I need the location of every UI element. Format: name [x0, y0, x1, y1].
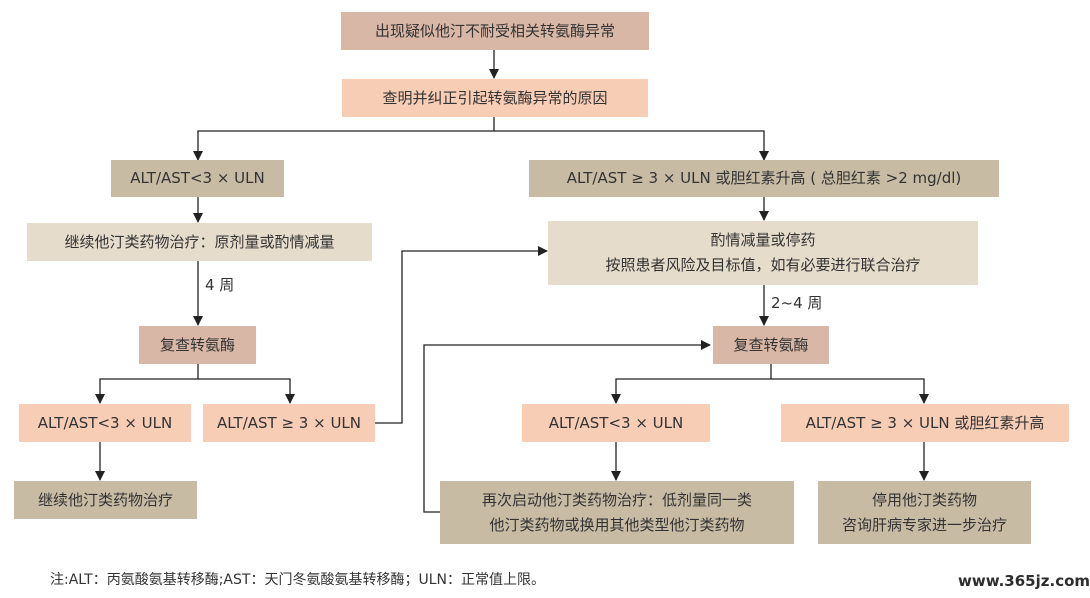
arrow-restart-loop-to-recheck	[423, 340, 711, 513]
node-recheck-right-label: 复查转氨酶	[733, 335, 809, 354]
edge-label-4-weeks: 4 周	[205, 276, 235, 294]
node-stop-statin: 停用他汀类药物 咨询肝病专家进一步治疗	[818, 481, 1031, 544]
node-suspect: 出现疑似他汀不耐受相关转氨酶异常	[341, 12, 649, 50]
node-investigate: 查明并纠正引起转氨酶异常的原因	[342, 79, 648, 117]
node-rr-ge3-label: ALT/AST ≥ 3 × ULN 或胆红素升高	[805, 413, 1045, 432]
node-reduce-or-stop-line2: 按照患者风险及目标值，如有必要进行联合治疗	[605, 256, 921, 274]
node-left-lt3: ALT/AST<3 × ULN	[111, 160, 284, 197]
node-restart-statin: 再次启动他汀类药物治疗：低剂量同一类 他汀类药物或换用其他类型他汀类药物	[440, 481, 794, 544]
node-continue-statin: 继续他汀类药物治疗：原剂量或酌情减量	[27, 223, 372, 261]
node-stop-line2: 咨询肝病专家进一步治疗	[841, 515, 1007, 534]
arrow-investigate-split-right	[494, 130, 769, 161]
node-continue-statin-label: 继续他汀类药物治疗：原剂量或酌情减量	[64, 232, 335, 251]
node-lr-ge3: ALT/AST ≥ 3 × ULN	[203, 404, 375, 442]
watermark: www.365jz.com	[958, 572, 1090, 590]
arrow-recheck-left-split-right	[198, 378, 295, 404]
node-investigate-label: 查明并纠正引起转氨酶异常的原因	[382, 88, 608, 107]
node-rl-lt3-label: ALT/AST<3 × ULN	[548, 413, 684, 432]
arrow-lr-ge3-to-reduce	[375, 246, 548, 424]
arrow-recheck-left-split	[95, 364, 199, 404]
node-suspect-label: 出现疑似他汀不耐受相关转氨酶异常	[374, 21, 615, 40]
node-ll-lt3: ALT/AST<3 × ULN	[19, 404, 191, 442]
arrow-investigate-split	[193, 117, 495, 161]
node-reduce-or-stop: 酌情减量或停药 按照患者风险及目标值，如有必要进行联合治疗	[548, 221, 978, 285]
node-continue-therapy: 继续他汀类药物治疗	[14, 481, 197, 519]
arrow-recheck-right-split-right	[771, 378, 929, 404]
node-reduce-or-stop-line1: 酌情减量或停药	[710, 231, 816, 249]
node-lr-ge3-label: ALT/AST ≥ 3 × ULN	[216, 413, 362, 432]
node-recheck-left-label: 复查转氨酶	[159, 335, 235, 354]
node-left-lt3-label: ALT/AST<3 × ULN	[130, 169, 265, 187]
node-continue-therapy-label: 继续他汀类药物治疗	[37, 490, 173, 509]
node-rr-ge3: ALT/AST ≥ 3 × ULN 或胆红素升高	[781, 404, 1069, 442]
node-right-ge3-label: ALT/AST ≥ 3 × ULN 或胆红素升高 ( 总胆红素 >2 mg/dl…	[566, 169, 962, 187]
edge-label-2-4-weeks: 2~4 周	[771, 294, 823, 312]
node-right-ge3: ALT/AST ≥ 3 × ULN 或胆红素升高 ( 总胆红素 >2 mg/dl…	[529, 160, 999, 197]
node-restart-line1: 再次启动他汀类药物治疗：低剂量同一类	[481, 490, 752, 509]
footnote: 注:ALT：丙氨酸氨基转移酶;AST：天门冬氨酸氨基转移酶；ULN：正常值上限。	[50, 572, 545, 588]
node-stop-line1: 停用他汀类药物	[871, 490, 977, 509]
node-ll-lt3-label: ALT/AST<3 × ULN	[37, 413, 173, 432]
node-recheck-left: 复查转氨酶	[139, 326, 256, 364]
node-rl-lt3: ALT/AST<3 × ULN	[522, 404, 710, 442]
node-restart-line2: 他汀类药物或换用其他类型他汀类药物	[489, 515, 745, 534]
node-recheck-right: 复查转氨酶	[713, 326, 829, 364]
arrow-recheck-right-split	[611, 364, 772, 404]
